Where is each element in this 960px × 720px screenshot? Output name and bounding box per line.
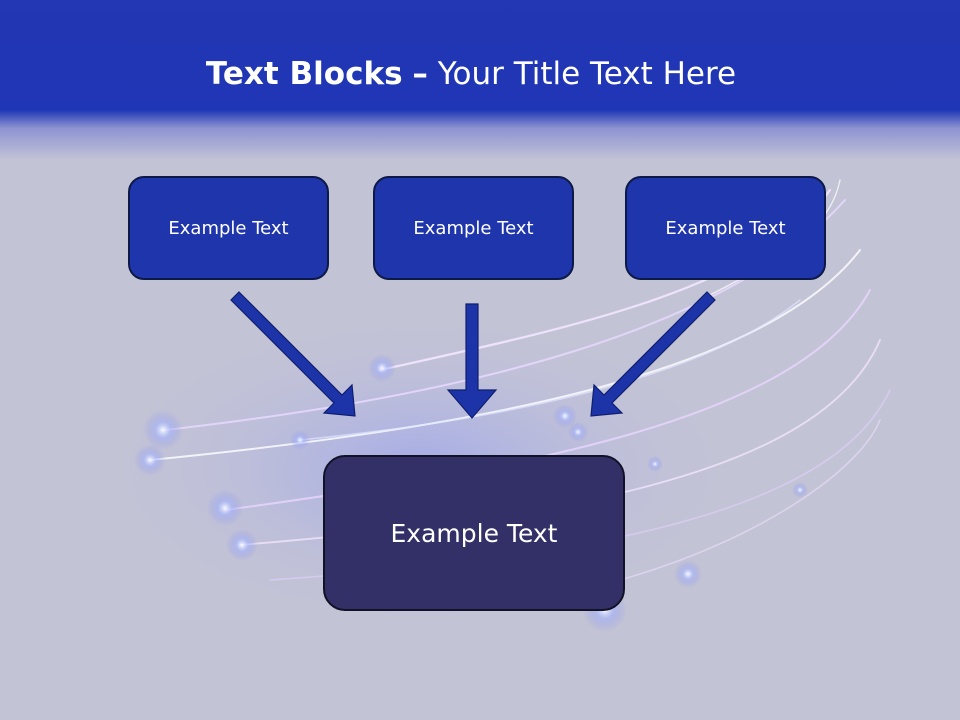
title-dash: –: [412, 56, 428, 92]
title-rest-part: Your Title Text Here: [437, 56, 737, 92]
text-block-center-label: Example Text: [413, 217, 534, 239]
text-block-left-label: Example Text: [168, 217, 289, 239]
slide-title: Text Blocks – Your Title Text Here: [0, 52, 942, 96]
result-text-block-label: Example Text: [390, 518, 558, 548]
arrow-center-icon: [446, 303, 498, 419]
text-block-right[interactable]: Example Text: [625, 176, 826, 280]
title-bold-part: Text Blocks: [205, 56, 403, 92]
result-text-block[interactable]: Example Text: [323, 455, 625, 611]
text-block-right-label: Example Text: [665, 217, 786, 239]
text-block-left[interactable]: Example Text: [128, 176, 329, 280]
arrow-left-icon: [230, 291, 356, 417]
arrow-right-icon: [590, 291, 716, 417]
text-block-center[interactable]: Example Text: [373, 176, 574, 280]
